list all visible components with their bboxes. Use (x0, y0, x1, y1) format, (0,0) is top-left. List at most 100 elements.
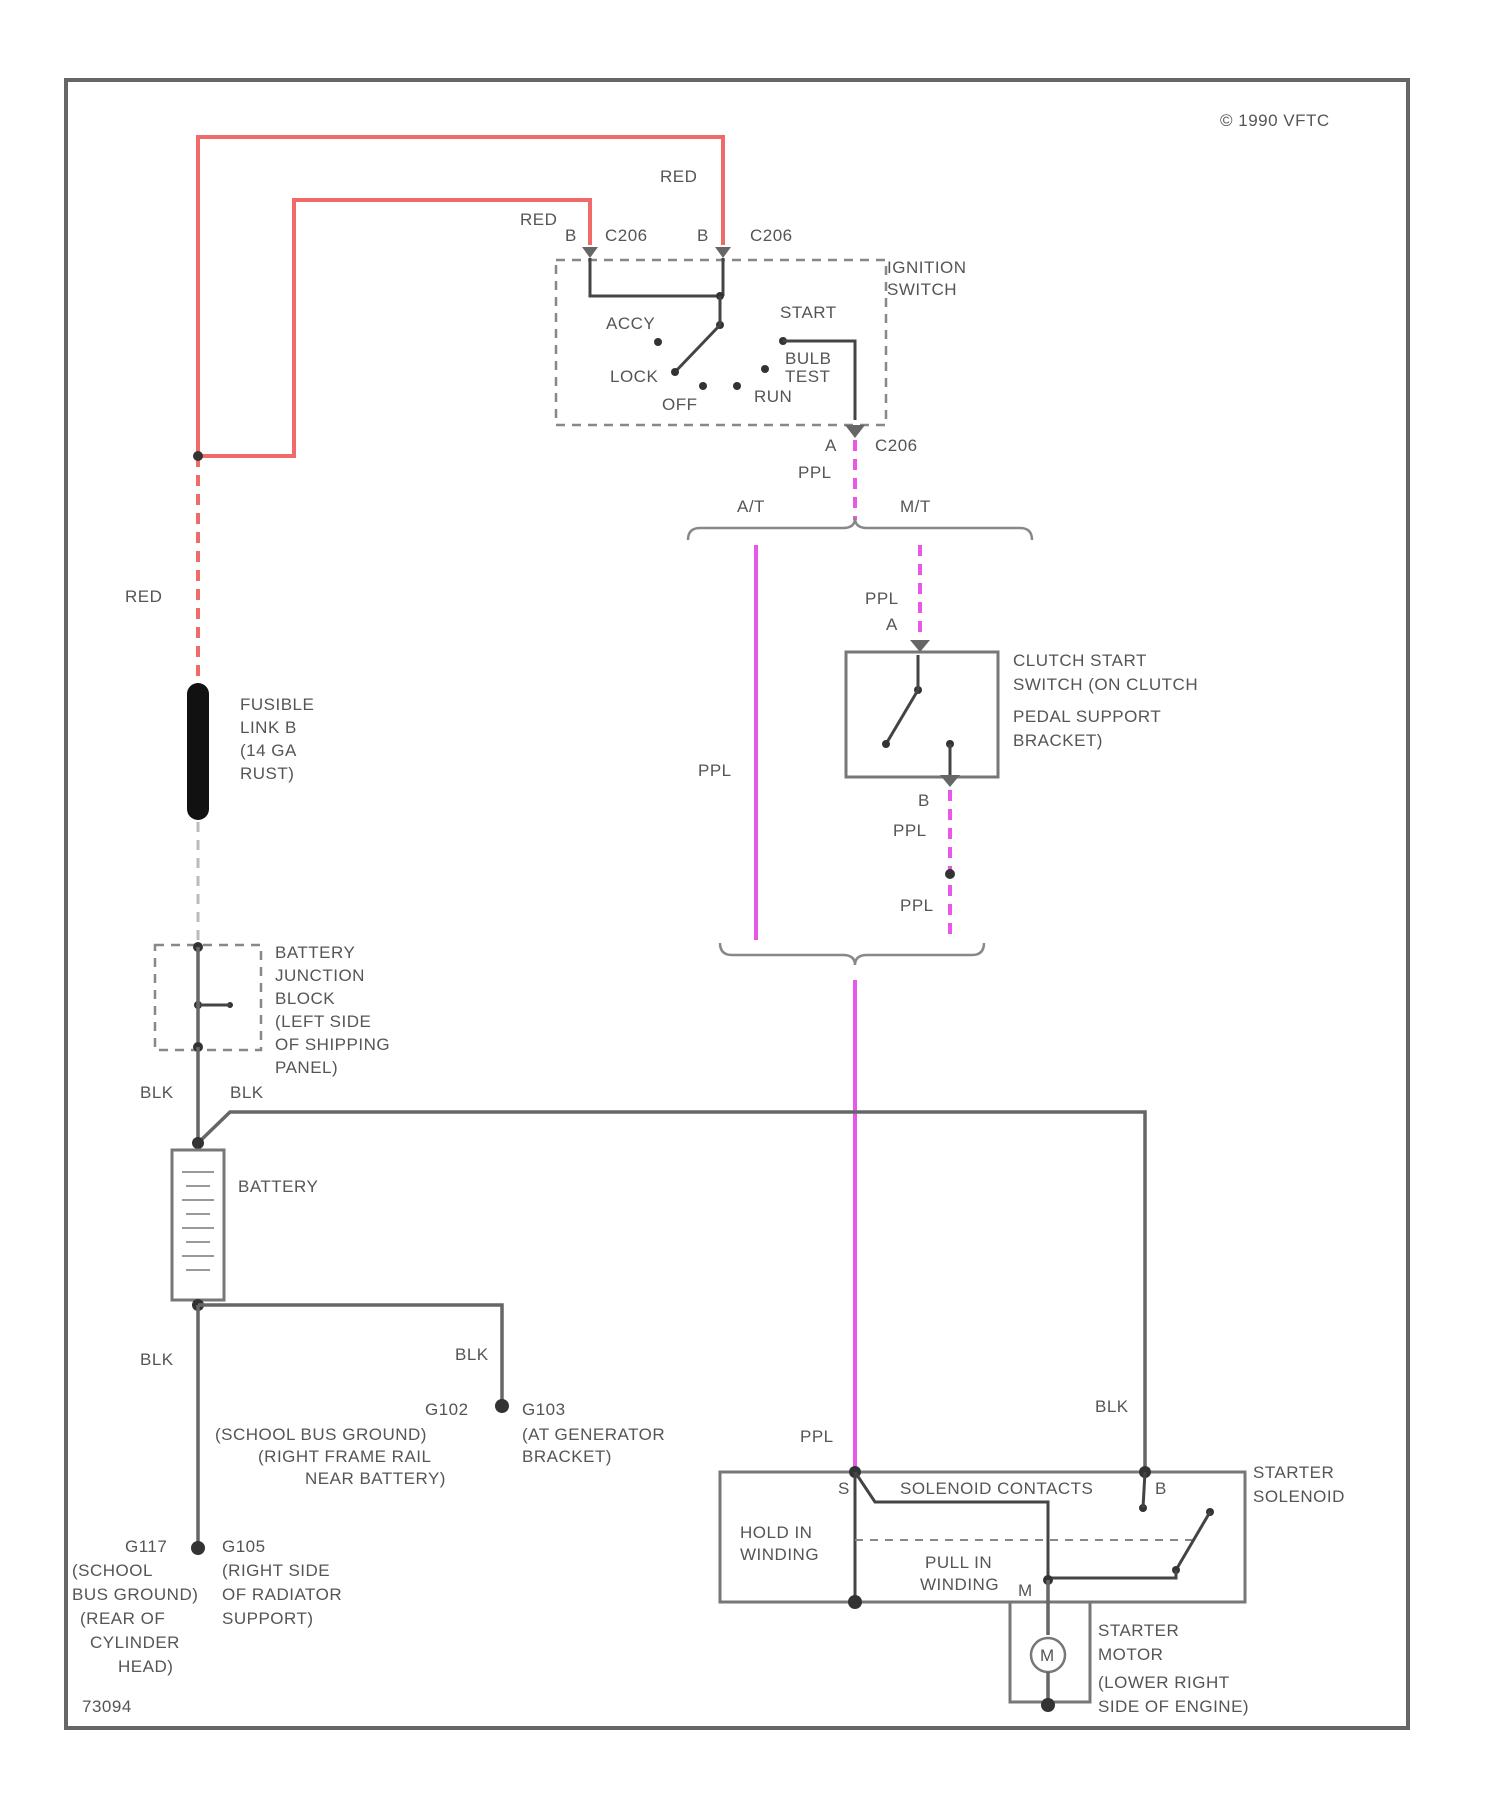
ignition-conn-2: C206 (750, 226, 793, 245)
copyright-text: © 1990 VFTC (1220, 111, 1330, 130)
solenoid-b-pin: B (1155, 1479, 1167, 1498)
ground-g117-desc-5: HEAD) (118, 1657, 173, 1676)
ignition-pos-bulb-2: TEST (785, 367, 830, 386)
starter-motor-line-1: STARTER (1098, 1621, 1179, 1640)
ground-g117-desc-1: (SCHOOL (72, 1561, 153, 1580)
at-mt-split-brace (688, 518, 1032, 540)
ground-g105-desc-1: (RIGHT SIDE (222, 1561, 330, 1580)
ground-g105-desc-3: SUPPORT) (222, 1609, 314, 1628)
clutch-pin-b (940, 775, 960, 787)
junction-line-4: (LEFT SIDE (275, 1012, 371, 1031)
ignition-pos-off: OFF (662, 395, 698, 414)
solenoid-m-pin: M (1018, 1581, 1033, 1600)
ignition-pin-b1 (582, 247, 598, 258)
ignition-pos-run: RUN (754, 387, 792, 406)
junction-line-2: JUNCTION (275, 966, 365, 985)
fusible-link-line-3: (14 GA (240, 741, 297, 760)
fusible-link-line-4: RUST) (240, 764, 294, 783)
ground-g103-dot (495, 1399, 509, 1413)
ignition-switch-name-1: IGNITION (887, 258, 967, 277)
starter-solenoid-name-1: STARTER (1253, 1463, 1334, 1482)
pull-in-winding-1: PULL IN (925, 1553, 992, 1572)
solenoid-m-bus (1048, 1570, 1176, 1578)
ground-g103-id: G103 (522, 1400, 566, 1419)
ground-g117-id: G117 (125, 1537, 167, 1556)
ppl-mt-splice (945, 869, 955, 879)
ignition-pos-bulb-1: BULB (785, 349, 831, 368)
ground-g103-desc-1: (AT GENERATOR (522, 1425, 665, 1444)
solenoid-contacts-label: SOLENOID CONTACTS (900, 1479, 1093, 1498)
ground-g102-desc-1: (SCHOOL BUS GROUND) (215, 1425, 427, 1444)
battery-junction-block-box (155, 945, 261, 1050)
ignition-contact-run (733, 382, 741, 390)
hold-in-winding-2: WINDING (740, 1545, 819, 1564)
ignition-conn-1: C206 (605, 226, 648, 245)
ppl-label-bottom: PPL (800, 1427, 834, 1446)
red-label-left: RED (125, 587, 162, 606)
ppl-label-mt-3: PPL (900, 896, 934, 915)
blk-label-5: BLK (1095, 1397, 1129, 1416)
ppl-label-top: PPL (798, 463, 832, 482)
ground-g102-id: G102 (425, 1400, 469, 1419)
fusible-link (187, 683, 209, 820)
figure-id: 73094 (82, 1697, 132, 1716)
clutch-a-pin: A (886, 615, 898, 634)
clutch-switch-arm (886, 690, 918, 744)
battery-name: BATTERY (238, 1177, 318, 1196)
clutch-switch-line-1: CLUTCH START (1013, 651, 1147, 670)
battery-positive-terminal (192, 1137, 204, 1149)
clutch-switch-line-3: PEDAL SUPPORT (1013, 707, 1161, 726)
ignition-switch-name-2: SWITCH (887, 280, 957, 299)
junction-line-1: BATTERY (275, 943, 355, 962)
red-label-mid: RED (520, 210, 557, 229)
solenoid-contact-arm (1176, 1512, 1210, 1570)
ground-g117-desc-4: CYLINDER (90, 1633, 180, 1652)
clutch-pin-a (910, 640, 930, 652)
ignition-b-pin-2: B (697, 226, 709, 245)
ignition-b-pin-1: B (565, 226, 577, 245)
mt-label-top: M/T (900, 497, 931, 516)
motor-ground (1041, 1698, 1055, 1712)
starter-motor-line-3: (LOWER RIGHT (1098, 1673, 1230, 1692)
hold-in-winding-1: HOLD IN (740, 1523, 812, 1542)
clutch-switch-line-4: BRACKET) (1013, 731, 1103, 750)
clutch-start-switch-box (846, 652, 998, 777)
diagram-frame (66, 80, 1408, 1728)
solenoid-ground (848, 1595, 862, 1609)
ppl-label-mt-2: PPL (893, 821, 927, 840)
ignition-switch-arm (675, 325, 720, 372)
ground-g117-dot (191, 1541, 205, 1555)
ignition-pos-lock: LOCK (610, 367, 658, 386)
fusible-link-line-1: FUSIBLE (240, 695, 314, 714)
solenoid-s-pin: S (838, 1479, 850, 1498)
ground-g117-desc-2: BUS GROUND) (72, 1585, 198, 1604)
ppl-label-mt: PPL (865, 589, 899, 608)
junction-line-5: OF SHIPPING (275, 1035, 390, 1054)
starter-solenoid-name-2: SOLENOID (1253, 1487, 1345, 1506)
starter-motor-m: M (1040, 1646, 1055, 1665)
ground-g117-desc-3: (REAR OF (80, 1609, 165, 1628)
ignition-contact-off (699, 382, 707, 390)
blk-wire-battery-to-solenoid (198, 1112, 1145, 1472)
starter-motor-line-4: SIDE OF ENGINE) (1098, 1697, 1249, 1716)
ignition-pin-b2 (715, 247, 731, 258)
clutch-b-pin: B (918, 791, 930, 810)
pull-in-winding-2: WINDING (920, 1575, 999, 1594)
red-splice (193, 451, 203, 461)
ignition-a-pin: A (825, 436, 837, 455)
ignition-pos-accy: ACCY (606, 314, 655, 333)
junction-line-3: BLOCK (275, 989, 335, 1008)
clutch-pivot (882, 740, 890, 748)
red-wire-inner (198, 200, 590, 456)
clutch-switch-line-2: SWITCH (ON CLUTCH (1013, 675, 1198, 694)
blk-label-1: BLK (140, 1083, 174, 1102)
ground-g105-desc-2: OF RADIATOR (222, 1585, 342, 1604)
ground-g105-id: G105 (222, 1537, 266, 1556)
ground-g102-desc-3: NEAR BATTERY) (305, 1469, 446, 1488)
ignition-pin-a (845, 425, 865, 438)
starter-motor-line-2: MOTOR (1098, 1645, 1163, 1664)
at-label-top: A/T (737, 497, 765, 516)
blk-label-4: BLK (140, 1350, 174, 1369)
at-mt-join-brace (720, 943, 984, 965)
blk-label-3: BLK (455, 1345, 489, 1364)
